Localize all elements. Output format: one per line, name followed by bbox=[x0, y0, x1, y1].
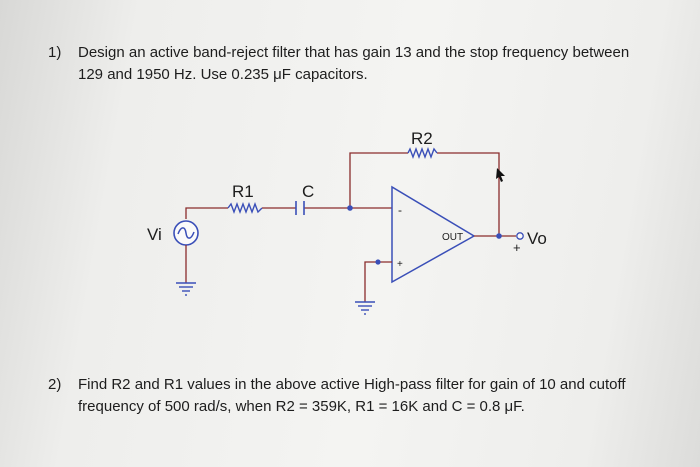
question-2: 2) Find R2 and R1 values in the above ac… bbox=[48, 374, 668, 420]
node-output bbox=[496, 233, 502, 239]
source-label: Vi bbox=[147, 225, 162, 244]
node-inverting bbox=[347, 205, 353, 211]
noninverting-wire bbox=[364, 261, 392, 302]
opamp-minus-label: - bbox=[398, 203, 402, 217]
node-noninverting bbox=[375, 259, 381, 265]
pointer-arrow-icon bbox=[496, 168, 505, 182]
opamp-plus-label: + bbox=[397, 259, 403, 270]
feedback-wire bbox=[349, 147, 500, 236]
question-2-line-2: frequency of 500 rad/s, when R2 = 359K, … bbox=[78, 398, 525, 415]
ground-icon bbox=[176, 282, 196, 296]
r1-resistor bbox=[227, 202, 263, 214]
question-2-number: 2) bbox=[48, 376, 62, 393]
question-2-line-1: Find R2 and R1 values in the above activ… bbox=[78, 376, 626, 393]
question-1-number: 1) bbox=[48, 44, 62, 61]
opamp-out-label: OUT bbox=[442, 232, 463, 243]
input-wire bbox=[185, 207, 392, 219]
question-1: 1) Design an active band-reject filter t… bbox=[48, 42, 668, 88]
opamp-triangle bbox=[391, 185, 476, 284]
output-sign-label: + bbox=[513, 240, 521, 255]
c-label: C bbox=[302, 182, 314, 201]
output-terminal bbox=[516, 232, 524, 240]
r1-label: R1 bbox=[232, 182, 254, 201]
question-1-line-2: 129 and 1950 Hz. Use 0.235 μF capacitors… bbox=[78, 66, 368, 83]
r2-label: R2 bbox=[411, 129, 433, 148]
ac-source-icon bbox=[173, 220, 199, 246]
output-label: Vo bbox=[527, 229, 547, 248]
question-1-line-1: Design an active band-reject filter that… bbox=[78, 44, 630, 61]
ground-icon-2 bbox=[355, 301, 375, 315]
capacitor-c bbox=[295, 201, 305, 215]
